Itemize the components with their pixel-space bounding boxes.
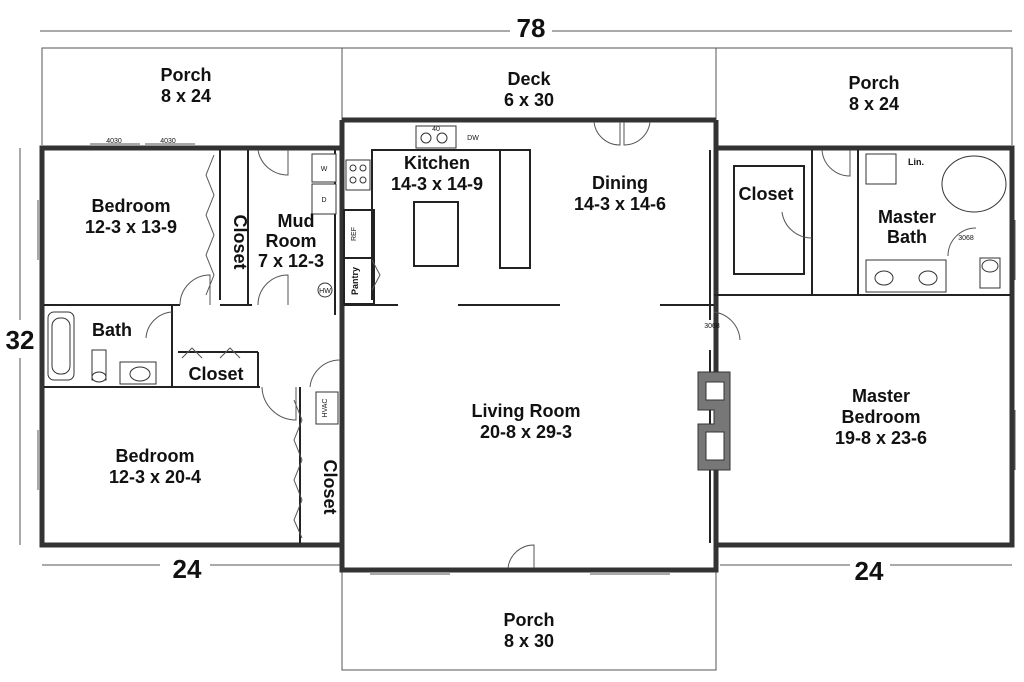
window-code-bedroom-1: 4030 bbox=[106, 138, 122, 145]
mud-room-name-line2: Room bbox=[266, 231, 317, 251]
washer-label: W bbox=[321, 166, 328, 173]
master-bath-name-line2: Bath bbox=[887, 227, 927, 247]
pantry-label: Pantry bbox=[350, 267, 360, 295]
master-bath-name-line1: Master bbox=[878, 207, 936, 227]
bath-name: Bath bbox=[92, 320, 132, 340]
door-swings bbox=[145, 121, 977, 569]
door-code-master-bath: 3068 bbox=[958, 235, 974, 242]
dining-name: Dining bbox=[592, 173, 648, 193]
kitchen-name: Kitchen bbox=[404, 153, 470, 173]
right-wing-dimension: 24 bbox=[855, 556, 884, 586]
water-heater-label: HW bbox=[319, 288, 331, 295]
overall-width-dimension: 78 bbox=[517, 13, 546, 43]
hvac-label: HVAC bbox=[322, 399, 329, 418]
refrigerator-label: REF bbox=[351, 227, 358, 241]
bedroom-bottom-name: Bedroom bbox=[115, 446, 194, 466]
living-room-size: 20-8 x 29-3 bbox=[480, 422, 572, 442]
bedroom-top-size: 12-3 x 13-9 bbox=[85, 217, 177, 237]
closet-hall-label: Closet bbox=[188, 364, 243, 384]
bedroom-top-name: Bedroom bbox=[91, 196, 170, 216]
closet-top-label: Closet bbox=[230, 214, 250, 269]
master-bedroom-size: 19-8 x 23-6 bbox=[835, 428, 927, 448]
mud-room-size: 7 x 12-3 bbox=[258, 251, 324, 271]
left-wing-dimension: 24 bbox=[173, 554, 202, 584]
fireplace bbox=[697, 371, 731, 471]
closet-bottom-label: Closet bbox=[320, 459, 340, 514]
porch-left-size: 8 x 24 bbox=[161, 86, 211, 106]
mud-room-name-line1: Mud bbox=[278, 211, 315, 231]
linen-closet-label: Lin. bbox=[908, 157, 924, 167]
window-marks bbox=[37, 143, 1016, 575]
window-code-kitchen-sink: 40 bbox=[432, 126, 440, 133]
closet-master-label: Closet bbox=[738, 184, 793, 204]
exterior-walls bbox=[39, 117, 1015, 573]
closet-doors bbox=[181, 154, 381, 539]
kitchen-size: 14-3 x 14-9 bbox=[391, 174, 483, 194]
living-room-name: Living Room bbox=[472, 401, 581, 421]
dimension-lines bbox=[19, 30, 1012, 566]
window-code-bedroom-2: 4030 bbox=[160, 138, 176, 145]
overall-depth-dimension: 32 bbox=[6, 325, 35, 355]
bedroom-bottom-size: 12-3 x 20-4 bbox=[109, 467, 201, 487]
dishwasher-label: DW bbox=[467, 135, 479, 142]
deck-name: Deck bbox=[507, 69, 551, 89]
porch-right-size: 8 x 24 bbox=[849, 94, 899, 114]
porch-left-name: Porch bbox=[160, 65, 211, 85]
porch-bottom-size: 8 x 30 bbox=[504, 631, 554, 651]
master-bedroom-name-line1: Master bbox=[852, 386, 910, 406]
dryer-label: D bbox=[321, 197, 326, 204]
dining-size: 14-3 x 14-6 bbox=[574, 194, 666, 214]
bath-fixtures bbox=[47, 125, 1007, 425]
porch-bottom-name: Porch bbox=[503, 610, 554, 630]
master-bedroom-name-line2: Bedroom bbox=[841, 407, 920, 427]
door-code-living: 3068 bbox=[704, 323, 720, 330]
deck-size: 6 x 30 bbox=[504, 90, 554, 110]
porch-right-name: Porch bbox=[848, 73, 899, 93]
